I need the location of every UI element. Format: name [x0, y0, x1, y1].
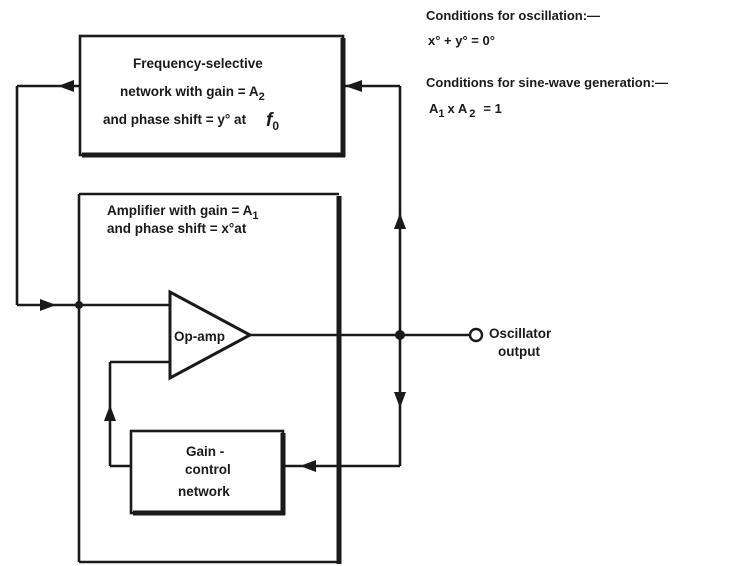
junction-left [75, 301, 83, 309]
feedback-line2: network with gain = A2 [120, 84, 265, 103]
arrow-into-gain-control [300, 460, 316, 472]
conditions-panel: Conditions for oscillation:— x° + y° = 0… [426, 8, 668, 120]
amplifier-line2: and phase shift = x°at [107, 221, 247, 236]
junction-output [395, 330, 405, 340]
oscillation-title: Conditions for oscillation:— [426, 8, 600, 23]
signal-wires [15, 84, 470, 468]
oscillation-equation: x° + y° = 0° [428, 33, 495, 48]
oscillator-output-terminal: Oscillator output [468, 326, 552, 359]
arrow-into-opamp [40, 299, 56, 311]
gain-control-network: Gain - control network [129, 429, 286, 516]
arrow-up-trunk [394, 213, 406, 229]
frequency-selective-network: Frequency-selective network with gain = … [78, 34, 346, 158]
op-amp-label: Op-amp [174, 329, 225, 344]
gain-control-line3: network [178, 484, 230, 499]
op-amp: Op-amp [168, 289, 254, 381]
amplifier-block: Amplifier with gain = A1 and phase shift… [77, 192, 342, 564]
arrowheads [40, 80, 406, 472]
output-line1: Oscillator [489, 326, 552, 341]
amplifier-line1: Amplifier with gain = A1 [107, 203, 259, 222]
arrow-into-freq-network [345, 80, 362, 92]
arrow-down-trunk [394, 392, 406, 408]
feedback-f0: f0 [266, 110, 279, 133]
feedback-line1: Frequency-selective [133, 56, 263, 71]
feedback-line3: and phase shift = y° at [103, 112, 247, 127]
sine-title: Conditions for sine-wave generation:— [426, 75, 668, 90]
output-terminal-circle [468, 327, 484, 343]
gain-control-line1: Gain - [186, 444, 224, 459]
junction-dots [75, 301, 405, 340]
arrow-up-gain-feedback [104, 405, 116, 421]
arrow-left-top [58, 80, 74, 92]
output-line2: output [498, 344, 540, 359]
gain-control-line2: control [185, 462, 231, 477]
